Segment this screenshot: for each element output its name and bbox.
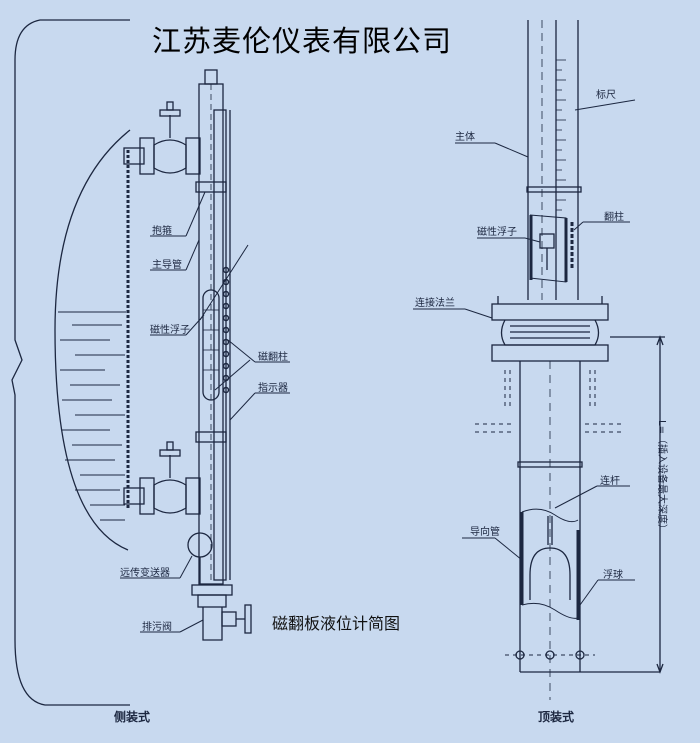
- main-tube: [195, 69, 231, 585]
- label-remote-transmitter: 远传变送器: [120, 568, 170, 579]
- label-magnetic-float: 磁性浮子: [150, 325, 190, 336]
- label-magnetic-flip-column: 磁翻柱: [258, 352, 288, 363]
- side-mount-caption: 侧装式: [114, 710, 151, 724]
- label-float-ball: 浮球: [603, 570, 623, 581]
- vessel: [11, 19, 131, 706]
- label-clamp: 抱箍: [152, 226, 172, 237]
- label-connecting-flange: 连接法兰: [415, 298, 455, 309]
- diagram-caption: 磁翻板液位计简图: [272, 614, 401, 633]
- label-connecting-rod: 连杆: [600, 476, 620, 487]
- company-title: 江苏麦伦仪表有限公司: [152, 24, 453, 58]
- top-mount-caption: 顶装式: [538, 710, 575, 724]
- label-scale: 标尺: [596, 90, 616, 101]
- label-main-guide-tube: 主导管: [152, 260, 182, 271]
- top-leaders: [413, 99, 636, 606]
- label-magnetic-float-top: 磁性浮子: [477, 227, 517, 238]
- label-indicator: 指示器: [258, 383, 288, 394]
- label-drain-valve: 排污阀: [142, 622, 172, 633]
- dimension-line: [610, 335, 665, 674]
- label-body: 主体: [455, 132, 475, 143]
- transmitter: [187, 532, 213, 585]
- top-body: [526, 20, 582, 300]
- side-leaders: [120, 191, 290, 633]
- label-guide-tube: 导向管: [470, 527, 500, 538]
- guide-tube: [475, 361, 660, 700]
- label-flip-column: 翻柱: [604, 212, 624, 223]
- dimension-label: L=（插入设备最大深度）: [656, 420, 667, 534]
- lower-valve: [123, 441, 201, 515]
- drain-valve: [191, 584, 252, 641]
- top-flange: [491, 296, 609, 362]
- upper-valve: [123, 101, 201, 175]
